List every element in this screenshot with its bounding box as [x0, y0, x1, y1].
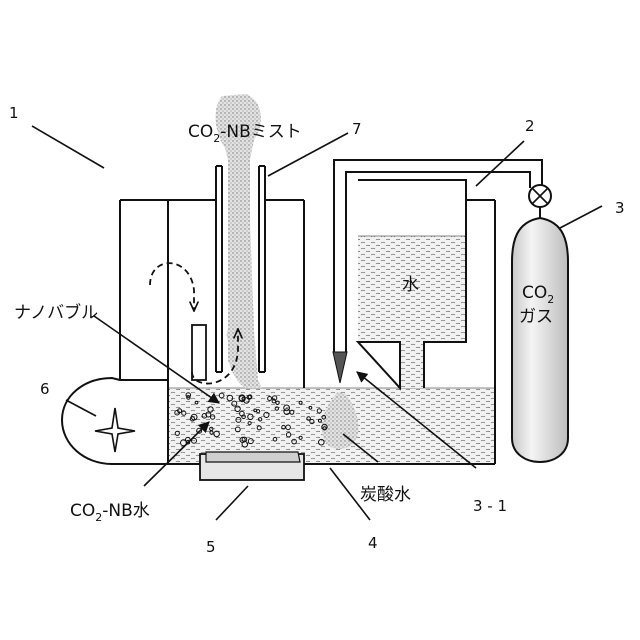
label-nanobubble: ナノバブル	[14, 302, 98, 323]
airflow-arrow-down	[150, 263, 194, 310]
label-3: 3	[615, 199, 625, 217]
blower-fan	[62, 378, 168, 464]
label-5: 5	[206, 538, 216, 556]
label-water: 水	[402, 275, 419, 295]
ultrasonic-vibrator	[200, 452, 304, 480]
label-6: 6	[40, 380, 50, 398]
label-3-1: 3 - 1	[473, 497, 507, 515]
gas-nozzle	[333, 352, 347, 383]
co2-cylinder	[512, 218, 568, 462]
label-1: 1	[9, 104, 19, 122]
label-co2-nb-water: CO2-NB水	[70, 501, 150, 524]
label-2: 2	[525, 117, 535, 135]
regulator-valve-icon	[529, 185, 551, 218]
label-co2-gas-word: ガス	[519, 307, 553, 327]
label-4: 4	[368, 534, 378, 552]
label-co2-nb-mist: CO2-NBミスト	[188, 122, 302, 145]
baffle-plate	[192, 325, 206, 380]
label-7: 7	[352, 120, 362, 138]
label-carbonated-water: 炭酸水	[360, 485, 411, 505]
